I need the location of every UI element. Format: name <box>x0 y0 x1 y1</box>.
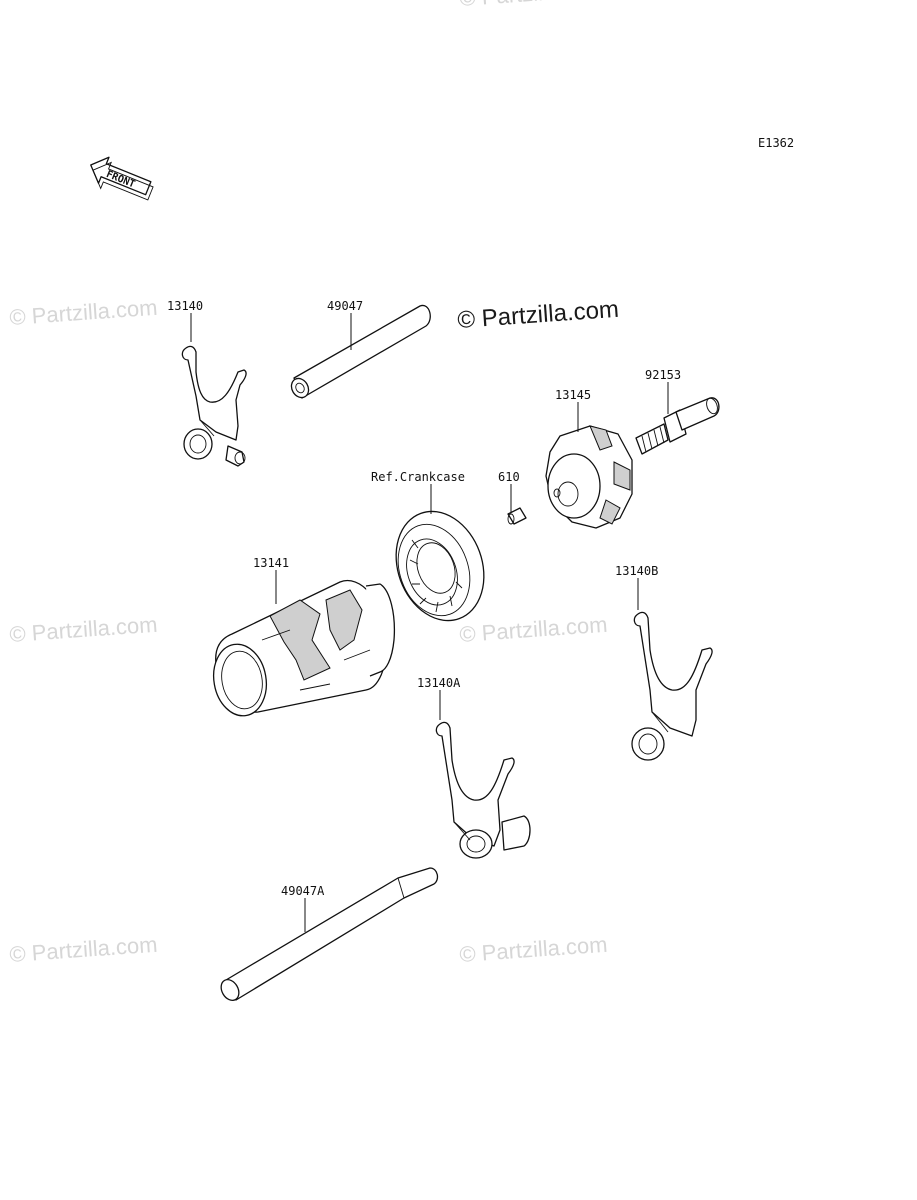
shift-rod-49047A <box>220 867 439 1001</box>
part-label-610: 610 <box>498 470 520 484</box>
shift-fork-13140 <box>181 345 247 467</box>
front-arrow-icon: FRONT <box>90 156 154 201</box>
shift-fork-13140A <box>435 721 531 859</box>
bolt-92153 <box>635 397 720 455</box>
watermark: © Partzilla.com <box>9 295 159 330</box>
part-labels: 13140 49047 92153 13145 Ref.Crankcase 61… <box>167 299 681 898</box>
leader-lines <box>190 313 669 932</box>
part-label-49047A: 49047A <box>281 884 325 898</box>
part-label-13141: 13141 <box>253 556 289 570</box>
main-watermark: © Partzilla.com <box>457 296 620 334</box>
watermark: © Partzilla.com <box>459 612 609 647</box>
watermarks: © Partzilla.com © Partzilla.com © Partzi… <box>9 0 609 967</box>
part-label-92153: 92153 <box>645 368 681 382</box>
watermark: © Partzilla.com <box>459 932 609 967</box>
watermark: © Partzilla.com <box>459 0 609 11</box>
part-label-ref-crankcase: Ref.Crankcase <box>371 470 465 484</box>
pin-610 <box>507 507 527 525</box>
shift-drum-13141 <box>212 579 396 717</box>
part-label-13140: 13140 <box>167 299 203 313</box>
shift-rod-49047 <box>290 304 431 399</box>
part-label-13140B: 13140B <box>615 564 658 578</box>
part-label-13145: 13145 <box>555 388 591 402</box>
watermark: © Partzilla.com <box>9 932 159 967</box>
diagram-code: E1362 <box>758 136 794 150</box>
part-label-13140A: 13140A <box>417 676 461 690</box>
shift-drum-segment-13145 <box>545 425 633 529</box>
watermark: © Partzilla.com <box>9 612 159 647</box>
shift-fork-13140B <box>631 611 713 761</box>
bearing-ref-crankcase <box>395 510 485 622</box>
part-label-49047: 49047 <box>327 299 363 313</box>
